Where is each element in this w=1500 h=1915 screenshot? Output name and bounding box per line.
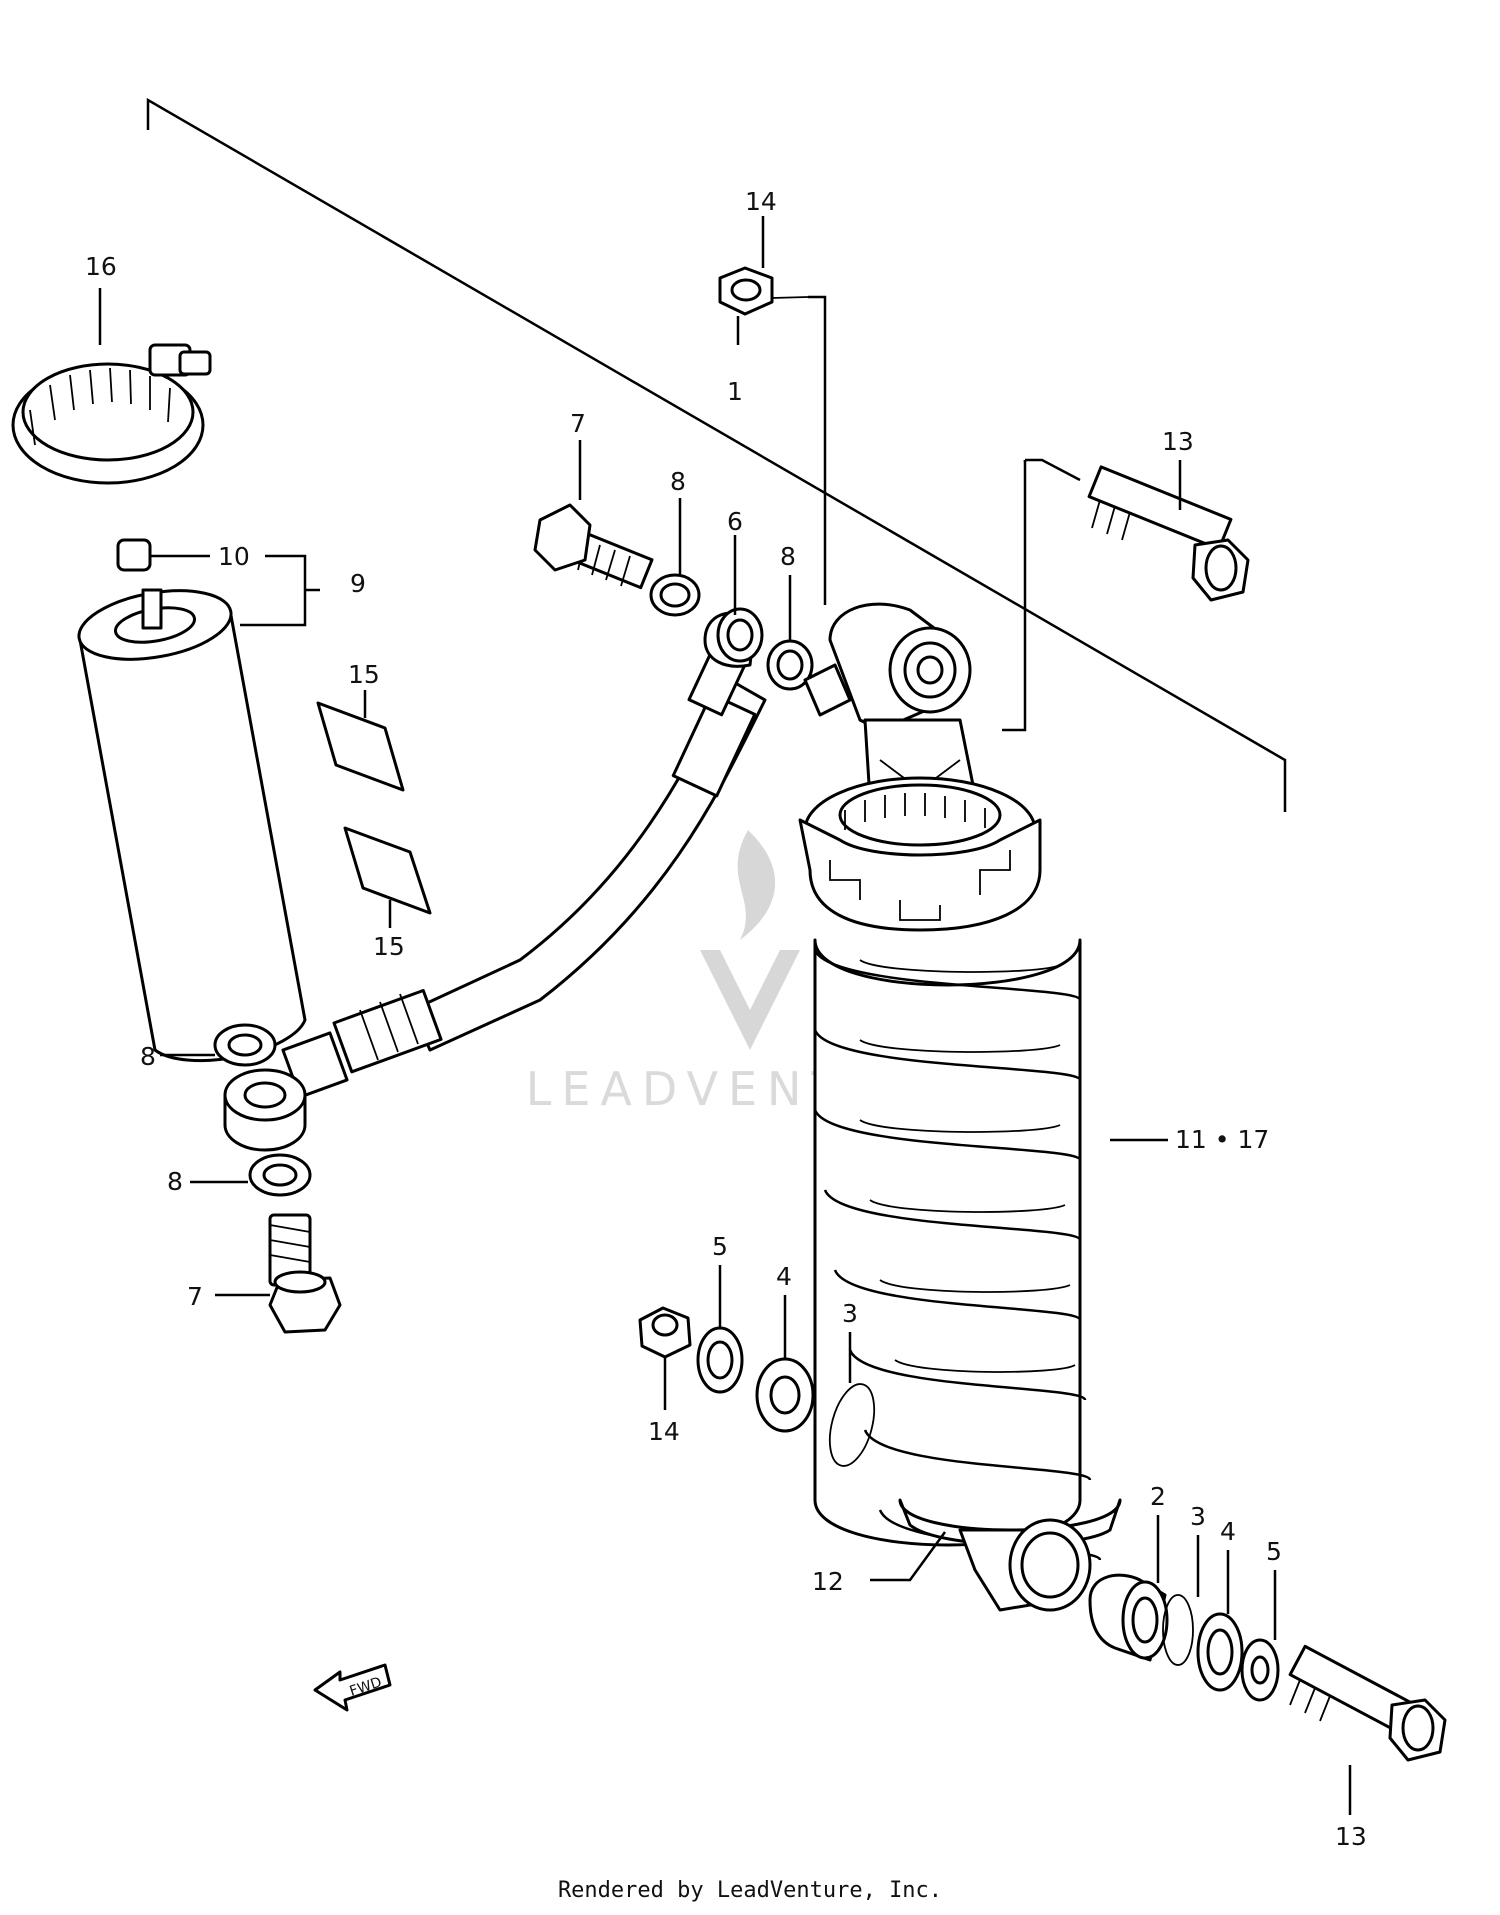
callout-labels: 1 2 3 3 4 4 5 5 6 7 7 8 8 8 8 9 10 11 • … xyxy=(85,187,1367,1851)
callout-12: 12 xyxy=(812,1567,844,1596)
footer-credit: Rendered by LeadVenture, Inc. xyxy=(557,1878,943,1903)
center-washers-drawing xyxy=(638,1306,876,1467)
assembly-bracket xyxy=(146,97,1287,812)
callout-14-center: 14 xyxy=(648,1417,680,1446)
callout-3-center: 3 xyxy=(842,1299,858,1328)
callout-11-17: 11 • 17 xyxy=(1175,1125,1269,1154)
callout-16: 16 xyxy=(85,252,117,281)
callout-4-lower: 4 xyxy=(1220,1517,1236,1546)
upper-bolt-drawing xyxy=(1087,465,1250,602)
callout-13-lower: 13 xyxy=(1335,1822,1367,1851)
reservoir-drawing xyxy=(77,538,307,1063)
label-plates-drawing xyxy=(316,701,432,915)
callout-13-upper: 13 xyxy=(1162,427,1194,456)
front-arrow-icon: FWD xyxy=(313,1663,392,1712)
callout-10: 10 xyxy=(218,542,250,571)
callout-15-lower: 15 xyxy=(373,932,405,961)
hose-clamp-drawing xyxy=(11,343,212,485)
top-nut-drawing xyxy=(718,266,809,316)
upper-banjo-drawing xyxy=(533,503,814,691)
callout-8-lower-2: 8 xyxy=(167,1167,183,1196)
shock-absorber-drawing xyxy=(798,602,1122,1612)
callout-7-upper: 7 xyxy=(570,409,586,438)
lower-banjo-drawing xyxy=(213,1023,342,1334)
callout-9: 9 xyxy=(350,569,366,598)
callout-6: 6 xyxy=(727,507,743,536)
lower-hardware-drawing xyxy=(1088,1573,1447,1762)
leader-lines xyxy=(98,216,1352,1815)
callout-14-top: 14 xyxy=(745,187,777,216)
callout-4-center: 4 xyxy=(776,1262,792,1291)
callout-5-center: 5 xyxy=(712,1232,728,1261)
hose-drawing xyxy=(281,643,767,1099)
callout-2: 2 xyxy=(1150,1482,1166,1511)
callout-3-lower: 3 xyxy=(1190,1502,1206,1531)
callout-8-upper-right: 8 xyxy=(780,542,796,571)
callout-5-lower: 5 xyxy=(1266,1537,1282,1566)
callout-7-lower: 7 xyxy=(187,1282,203,1311)
callout-8-lower-1: 8 xyxy=(140,1042,156,1071)
callout-8-upper-left: 8 xyxy=(670,467,686,496)
callout-15-upper: 15 xyxy=(348,660,380,689)
callout-1: 1 xyxy=(727,377,743,406)
